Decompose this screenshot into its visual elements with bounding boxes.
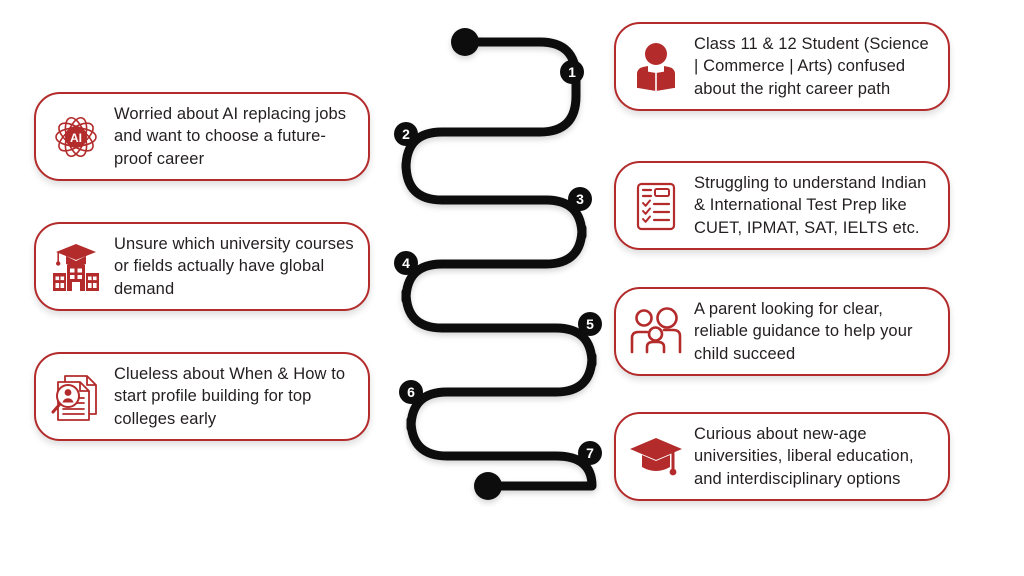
card-text: Struggling to understand Indian & Intern… (694, 174, 927, 237)
path-node-6: 6 (399, 380, 423, 404)
path-node-label: 3 (576, 191, 584, 207)
path-start-dot (451, 28, 479, 56)
card-text: Curious about new-age universities, libe… (694, 425, 914, 488)
student-reading-book-icon (628, 37, 684, 97)
path-node-label: 4 (402, 255, 410, 271)
document-search-profile-icon (48, 367, 104, 427)
card-text: Class 11 & 12 Student (Science | Commerc… (694, 35, 929, 98)
ai-icon-label: AI (70, 131, 82, 145)
path-node-label: 5 (586, 316, 594, 332)
path-node-1: 1 (560, 60, 584, 84)
path-node-3: 3 (568, 187, 592, 211)
card-text: A parent looking for clear, reliable gui… (694, 300, 913, 363)
path-node-label: 1 (568, 64, 576, 80)
graduation-cap-icon (628, 427, 684, 487)
card-student-confused[interactable]: Class 11 & 12 Student (Science | Commerc… (614, 22, 950, 112)
path-node-label: 7 (586, 445, 594, 461)
card-test-prep[interactable]: Struggling to understand Indian & Intern… (614, 161, 950, 251)
path-node-7: 7 (578, 441, 602, 465)
path-node-2: 2 (394, 122, 418, 146)
card-text: Clueless about When & How to start profi… (114, 365, 346, 428)
card-text: Unsure which university courses or field… (114, 235, 354, 298)
ai-atom-icon: AI (48, 107, 104, 167)
path-node-5: 5 (578, 312, 602, 336)
checklist-clipboard-icon (628, 176, 684, 236)
card-profile-building[interactable]: Clueless about When & How to start profi… (34, 352, 370, 442)
family-group-icon (628, 302, 684, 362)
path-node-label: 6 (407, 384, 415, 400)
card-text: Worried about AI replacing jobs and want… (114, 105, 347, 168)
path-node-4: 4 (394, 251, 418, 275)
card-parent-guidance[interactable]: A parent looking for clear, reliable gui… (614, 287, 950, 377)
path-node-label: 2 (402, 126, 410, 142)
card-new-age-universities[interactable]: Curious about new-age universities, libe… (614, 412, 950, 502)
university-building-icon (48, 237, 104, 297)
path-end-dot (474, 472, 502, 500)
card-university-demand[interactable]: Unsure which university courses or field… (34, 222, 370, 312)
card-ai-career[interactable]: AI Worried about AI replacing jobs and w… (34, 92, 370, 182)
